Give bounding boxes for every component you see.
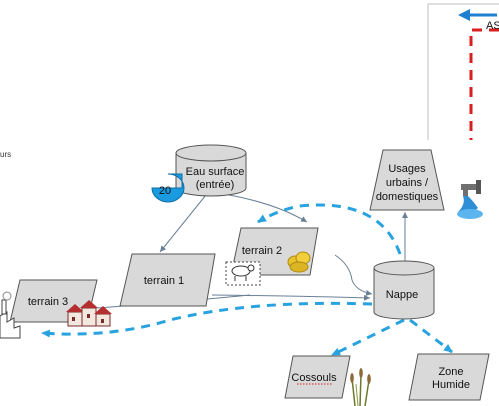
eau-surface-node: Eau surface (entrée) [175,144,247,197]
zone-humide-label-2: Humide [432,379,470,391]
eau-surface-label: Eau surface [186,166,245,178]
usages-label-2: urbains / [386,177,429,189]
terrain-1-label: terrain 1 [144,275,184,287]
blue-dashed-flows [41,203,453,357]
sheep-icon [225,261,261,286]
faucet-icon [457,180,483,219]
usages-label-1: Usages [388,163,426,175]
nappe-label: Nappe [386,289,418,301]
hay-bales-icon [287,251,311,273]
reed-plant-icon [350,368,371,406]
village-icon [66,300,112,327]
partial-label: urs [0,150,11,159]
terrain-2-label: terrain 2 [242,245,282,257]
zone-humide-label-1: Zone [438,366,463,378]
usages-node: Usages urbains / domestiques [369,149,445,211]
flow-badge: 20 [151,173,185,203]
badge-value: 20 [159,185,171,197]
nappe-node: Nappe [373,260,435,320]
cossouls-node: Cossouls [284,355,351,399]
terrain-1-node: terrain 1 [119,253,216,307]
asa-label: ASA [486,20,499,32]
zone-humide-node: Zone Humide [408,353,490,401]
cossouls-label: Cossouls [291,372,337,384]
terrain-3-label: terrain 3 [28,296,68,308]
arrow-left-icon [458,9,470,21]
usages-label-3: domestiques [376,191,439,203]
eau-surface-sublabel: (entrée) [196,179,235,191]
legend-frame: ASA [427,3,499,140]
factory-icon [0,291,21,339]
